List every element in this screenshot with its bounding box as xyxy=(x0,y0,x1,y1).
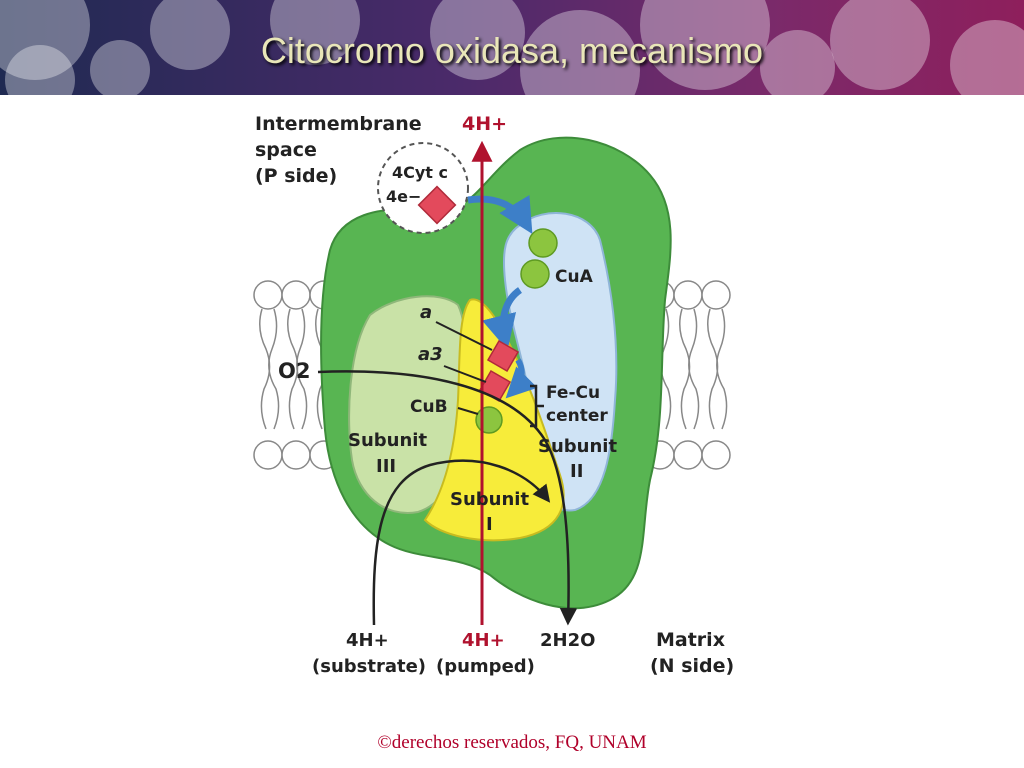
substrate-proton-arrow xyxy=(372,459,551,626)
label-subunit-i: Subunit xyxy=(450,489,529,510)
slide-title: Citocromo oxidasa, mecanismo xyxy=(260,30,764,71)
label-subunit-iii-num: III xyxy=(376,456,396,477)
decor-bubble xyxy=(5,45,75,95)
decor-bubble xyxy=(950,20,1024,95)
label-o2: O2 xyxy=(278,359,310,383)
leader-a3 xyxy=(443,365,487,383)
decor-bubble xyxy=(430,0,525,80)
label-p-side: (P side) xyxy=(255,165,337,187)
slide-header: Citocromo oxidasa, mecanismo xyxy=(0,0,1024,95)
label-cub: CuB xyxy=(410,397,448,417)
copper-cua-1 xyxy=(528,228,558,258)
label-a3: a3 xyxy=(418,344,443,365)
label-center: center xyxy=(546,406,608,426)
decor-bubble xyxy=(90,40,150,95)
copper-cub xyxy=(475,406,503,434)
label-subunit-ii: Subunit xyxy=(538,436,617,457)
decor-bubble xyxy=(830,0,930,90)
label-pumped: (pumped) xyxy=(436,656,535,677)
electron-arrow-cyt-to-cua xyxy=(467,194,533,235)
label-top-proton: 4H+ xyxy=(462,113,507,135)
label-substrate-proton: 4H+ xyxy=(346,630,389,651)
label-matrix: Matrix xyxy=(656,629,725,651)
label-n-side: (N side) xyxy=(650,655,734,677)
oxygen-to-water-arrow xyxy=(317,370,578,626)
label-water: 2H2O xyxy=(540,630,595,651)
electron-arrow-a-to-a3 xyxy=(505,358,538,399)
label-space: space xyxy=(255,139,317,161)
label-electrons: 4e− xyxy=(386,187,421,206)
label-a: a xyxy=(420,302,432,323)
cytochrome-c-icon xyxy=(417,185,457,225)
label-cua: CuA xyxy=(555,267,594,287)
decor-bubble xyxy=(150,0,230,70)
label-subunit-ii-num: II xyxy=(570,461,583,482)
label-intermembrane: Intermembrane xyxy=(255,113,422,135)
label-substrate: (substrate) xyxy=(312,656,426,677)
label-pumped-proton: 4H+ xyxy=(462,630,505,651)
electron-arrow-cua-to-a xyxy=(482,287,523,351)
leader-a xyxy=(435,321,493,351)
slide-footer: ©derechos reservados, FQ, UNAM xyxy=(377,732,647,753)
decor-bubble xyxy=(760,30,835,95)
label-subunit-i-num: I xyxy=(486,514,493,535)
leader-cub xyxy=(457,407,479,415)
label-fecu: Fe-Cu xyxy=(546,383,600,403)
fecu-bracket xyxy=(530,384,544,428)
label-cyt-c: 4Cyt c xyxy=(392,163,448,182)
copper-cua-2 xyxy=(520,259,550,289)
heme-a xyxy=(486,339,520,373)
label-subunit-iii: Subunit xyxy=(348,430,427,451)
